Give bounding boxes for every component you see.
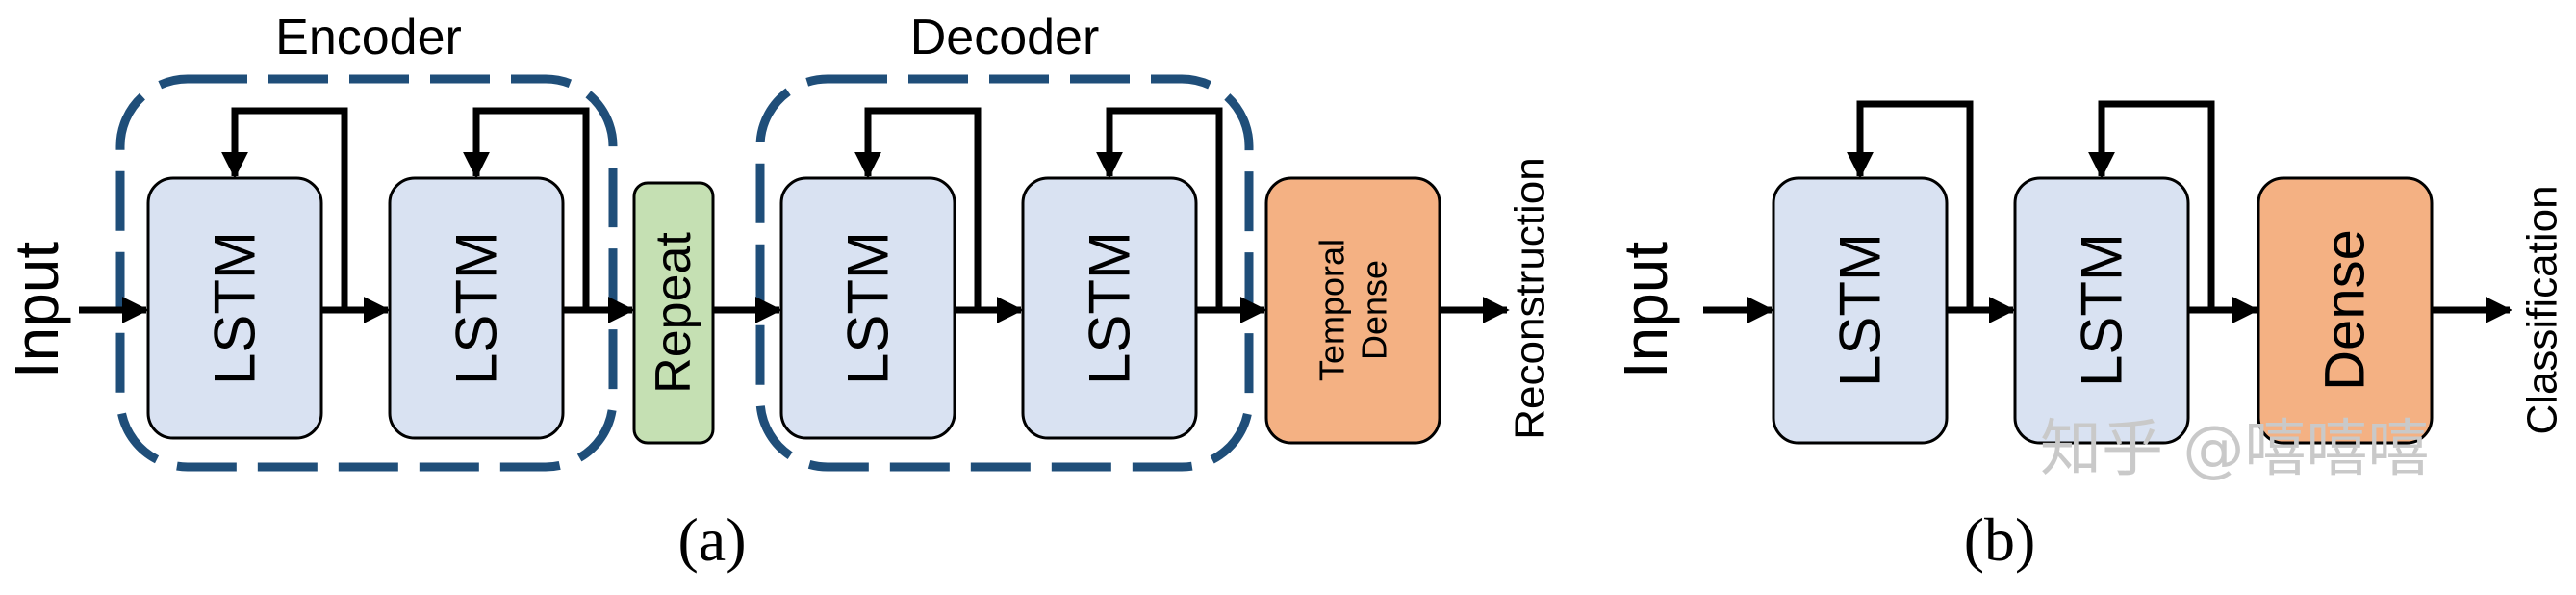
recurrent-loop-b2 [2088, 100, 2215, 310]
lstm-label-b2: LSTM [2070, 233, 2134, 387]
watermark: 知乎 @嘻嘻嘻 [2040, 414, 2429, 485]
recurrent-loop-1 [221, 107, 348, 310]
decoder-title: Decoder [910, 10, 1100, 65]
dense-label: Dense [2314, 229, 2377, 391]
caption-a: (a) [677, 505, 746, 574]
decoder-lstm-label-1: LSTM [836, 231, 901, 385]
decoder-group-outline [755, 74, 1254, 472]
recurrent-loop-b1 [1847, 100, 1974, 310]
caption-b: (b) [1964, 505, 2036, 574]
encoder-lstm-label-2: LSTM [445, 231, 509, 385]
lstm-label-b1: LSTM [1828, 233, 1893, 387]
encoder-lstm-label-1: LSTM [203, 231, 268, 385]
recurrent-loop-3 [854, 107, 982, 310]
temporal-dense-label-line1: Temporal [1313, 239, 1352, 381]
diagram-b: LSTM LSTM Dense Input Classification (b) [1611, 100, 2566, 574]
input-label-a: Input [2, 242, 71, 379]
flow-arrows-a [79, 107, 1510, 323]
recurrent-loop-4 [1096, 107, 1223, 310]
encoder-title: Encoder [275, 10, 462, 65]
input-label-b: Input [1611, 242, 1680, 379]
repeat-label: Repeat [646, 232, 701, 394]
flow-arrows-b [1703, 100, 2512, 323]
decoder-lstm-label-2: LSTM [1078, 231, 1142, 385]
temporal-dense-block [1264, 176, 1441, 445]
reconstruction-label: Reconstruction [1507, 157, 1554, 439]
diagram-a: Encoder Decoder LSTM LSTM Repeat LSTM LS… [2, 10, 1554, 574]
recurrent-loop-2 [463, 107, 590, 310]
encoder-group-outline [115, 74, 618, 472]
classification-label: Classification [2519, 185, 2566, 434]
temporal-dense-label-line2: Dense [1355, 260, 1394, 360]
